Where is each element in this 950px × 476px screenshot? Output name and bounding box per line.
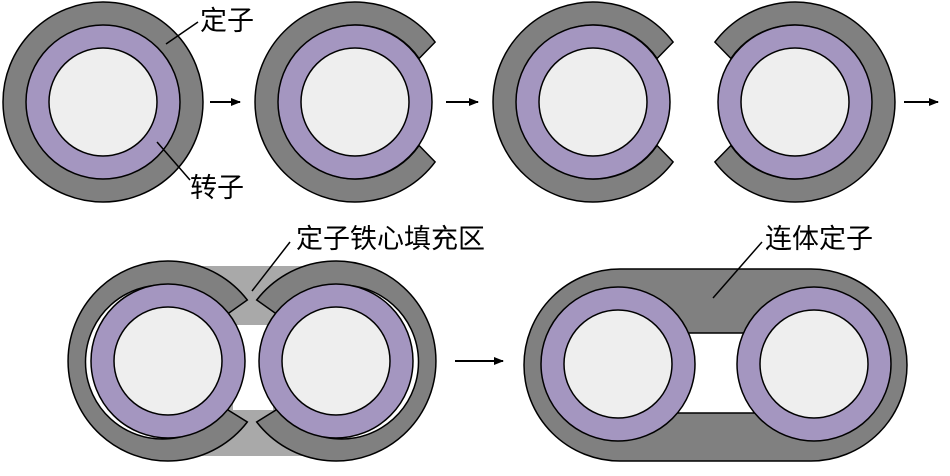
right-stator (255, 260, 437, 462)
rotor-label: 转子 (190, 173, 244, 204)
rotor-leader-line (156, 141, 191, 181)
rotor-bore (538, 47, 648, 157)
right-rotor-bore (281, 306, 391, 416)
motor-stage-2 (254, 1, 437, 203)
rotor-bore (740, 47, 850, 157)
motor-stage-3-left (492, 1, 675, 203)
left-rotor-bore (563, 309, 673, 419)
stator-leader-line (165, 21, 199, 45)
left-rotor-bore (113, 306, 223, 416)
fill-region-label: 定子铁心填充区 (296, 224, 485, 255)
motor-stage-1 (2, 1, 204, 203)
right-rotor-bore (759, 309, 869, 419)
motor-stage-4 (67, 260, 437, 462)
rotor-bore (48, 47, 158, 157)
left-stator (67, 260, 249, 462)
rotor-bore (300, 47, 410, 157)
motor-stage-5 (523, 268, 908, 462)
stator-label: 定子 (200, 6, 254, 37)
connected-stator-label: 连体定子 (765, 224, 873, 255)
fill-region-leader-line (251, 241, 291, 292)
connected-stator-leader-line (712, 241, 763, 299)
motor-stage-3-right (713, 1, 896, 203)
